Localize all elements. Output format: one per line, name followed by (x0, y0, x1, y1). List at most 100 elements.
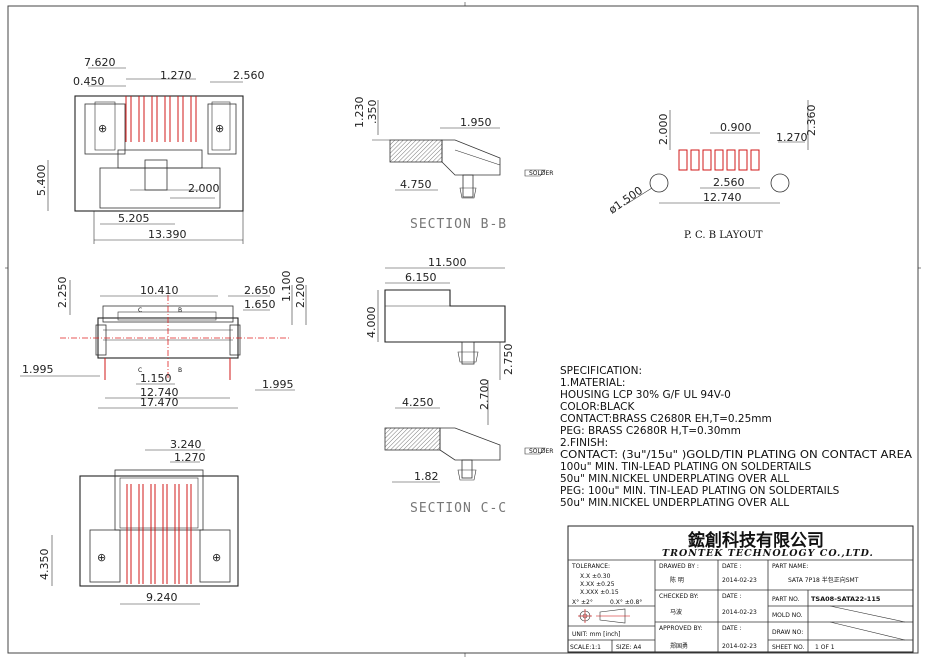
dim-pcb-4: 2.360 (805, 105, 818, 137)
dim-pcb-2: 0.900 (720, 121, 752, 134)
date-1: 2014-02-23 (722, 577, 757, 584)
spec-line-3: HOUSING LCP 30% G/F UL 94V-0 (560, 389, 731, 401)
top-view: ⊕ ⊕ 7.620 0.450 1.270 2.560 5.400 2.000 5… (35, 56, 265, 244)
section-cc-label: SECTION C-C (410, 501, 507, 516)
part-name: SATA 7P18 半包正向SMT (788, 576, 859, 584)
bottom-view: ⊕ ⊕ 3.240 1.270 4.350 9.240 (38, 438, 239, 605)
dim-top-6: 2.000 (188, 182, 220, 195)
angle-tol-1: X° ±2° (572, 599, 593, 606)
dim-side-4: 2.750 (502, 344, 515, 376)
mold-no-label: MOLD NO. (772, 612, 803, 619)
dim-side-1: 11.500 (428, 256, 467, 269)
dim-front-8: 1.150 (140, 372, 172, 385)
dim-bb-2: .350 (366, 100, 379, 125)
dim-top-7: 5.205 (118, 212, 150, 225)
company-name-cn: 鋐創科技有限公司 (688, 530, 824, 551)
dim-front-9: 12.740 (140, 386, 179, 399)
scale-label: SCALE:1:1 (570, 644, 601, 651)
dim-top-8: 13.390 (148, 228, 187, 241)
spec-line-7: 2.FINISH: (560, 437, 608, 449)
size-label: SIZE: A4 (616, 644, 642, 651)
spec-line-9: 100u" MIN. TIN-LEAD PLATING ON SOLDERTAI… (560, 461, 812, 473)
dim-front-1: 10.410 (140, 284, 179, 297)
dim-bottom-2: 1.270 (174, 451, 206, 464)
pcb-layout: 2.000 0.900 1.270 2.360 2.560 12.740 ø1.… (606, 100, 818, 241)
tolerance-label: TOLERANCE: (571, 563, 610, 570)
spec-line-10: 50u" MIN.NICKEL UNDERPLATING OVER ALL (560, 473, 789, 485)
svg-text:⊕: ⊕ (97, 551, 106, 564)
section-bb: SOLDER 1.230 .350 1.950 4.750 SECTION B-… (353, 97, 553, 233)
dim-bottom-1: 3.240 (170, 438, 202, 451)
dim-bottom-4: 9.240 (146, 591, 178, 604)
approved-by-name: 郑国勇 (670, 642, 688, 650)
dim-front-3: 1.650 (244, 298, 276, 311)
tolerance-3: X.XXX ±0.15 (580, 589, 619, 596)
front-marker-1: C (138, 307, 142, 314)
bottom-view-pins (126, 484, 192, 584)
svg-text:⊕: ⊕ (215, 122, 224, 135)
projection-symbol-icon (578, 608, 630, 624)
part-no-label: PART NO. (772, 596, 800, 603)
spec-line-2: 1.MATERIAL: (560, 377, 625, 389)
spec-line-8: CONTACT: (3u"/15u" )GOLD/TIN PLATING ON … (560, 449, 913, 461)
spec-line-1: SPECIFICATION: (560, 365, 642, 377)
dim-pcb-7: ø1.500 (606, 184, 645, 217)
front-marker-2: B (178, 307, 182, 314)
sheet-no-label: SHEET NO. (772, 644, 804, 651)
pcb-layout-label: P. C. B LAYOUT (684, 230, 763, 241)
date-label-1: DATE : (722, 563, 742, 570)
dim-pcb-3: 1.270 (776, 131, 808, 144)
dim-pcb-5: 2.560 (713, 176, 745, 189)
svg-text:⊕: ⊕ (98, 122, 107, 135)
dim-top-1: 7.620 (84, 56, 116, 69)
pcb-pads (678, 149, 760, 171)
tolerance-2: X.XX ±0.25 (580, 581, 615, 588)
spec-line-6: PEG: BRASS C2680R H,T=0.30mm (560, 425, 741, 437)
dim-pcb-6: 12.740 (703, 191, 742, 204)
part-name-label: PART NAME: (772, 563, 808, 570)
dim-pcb-1: 2.000 (657, 114, 670, 146)
svg-text:⊕: ⊕ (212, 551, 221, 564)
dim-bb-1: 1.230 (353, 97, 366, 129)
solder-tag-cc: SOLDER (529, 448, 553, 455)
front-marker-4: B (178, 367, 182, 374)
dim-top-4: 2.560 (233, 69, 265, 82)
title-block: 鋐創科技有限公司 TRONTEK TECHNOLOGY CO.,LTD. TOL… (567, 525, 914, 653)
dim-front-6: 2.250 (56, 277, 69, 309)
section-cc: SOLDER 4.250 2.700 1.82 SECTION C-C (384, 379, 553, 516)
spec-line-4: COLOR:BLACK (560, 401, 635, 413)
date-label-2: DATE : (722, 593, 742, 600)
sheet-border (7, 5, 919, 654)
dim-side-2: 6.150 (405, 271, 437, 284)
front-marker-3: C (138, 367, 142, 374)
date-2: 2014-02-23 (722, 609, 757, 616)
solder-tag-bb: SOLDER (529, 170, 553, 177)
approved-by-label: APPROVED BY: (659, 625, 702, 632)
dim-bb-3: 1.950 (460, 116, 492, 129)
side-view: 11.500 6.150 4.000 2.750 (365, 256, 515, 380)
spec-line-5: CONTACT:BRASS C2680R EH,T=0.25mm (560, 413, 772, 425)
dim-cc-1: 4.250 (402, 396, 434, 409)
spec-line-12: 50u" MIN.NICKEL UNDERPLATING OVER ALL (560, 497, 789, 509)
checked-by-label: CHECKED BY: (659, 593, 699, 600)
drawn-by-name: 陈 明 (670, 576, 684, 584)
dim-cc-2: 2.700 (478, 379, 491, 411)
dim-top-5: 5.400 (35, 165, 48, 197)
company-name-en: TRONTEK TECHNOLOGY CO.,LTD. (662, 548, 874, 559)
dim-bb-4: 4.750 (400, 178, 432, 191)
part-no: TSA08-SATA22-115 (811, 595, 881, 603)
date-label-3: DATE : (722, 625, 742, 632)
dim-front-7: 1.995 (22, 363, 54, 376)
dim-top-2: 0.450 (73, 75, 105, 88)
date-3: 2014-02-23 (722, 643, 757, 650)
front-view: C B C B 10.410 2.650 1.650 1.100 2.200 2… (20, 271, 307, 409)
dim-side-3: 4.000 (365, 307, 378, 339)
section-bb-label: SECTION B-B (410, 217, 507, 232)
dim-top-3: 1.270 (160, 69, 192, 82)
drawn-by-label: DRAWED BY : (659, 563, 699, 570)
dim-bottom-3: 4.350 (38, 549, 51, 581)
dim-front-2: 2.650 (244, 284, 276, 297)
top-view-pins (125, 96, 197, 142)
spec-line-11: PEG: 100u" MIN. TIN-LEAD PLATING ON SOLD… (560, 485, 840, 497)
